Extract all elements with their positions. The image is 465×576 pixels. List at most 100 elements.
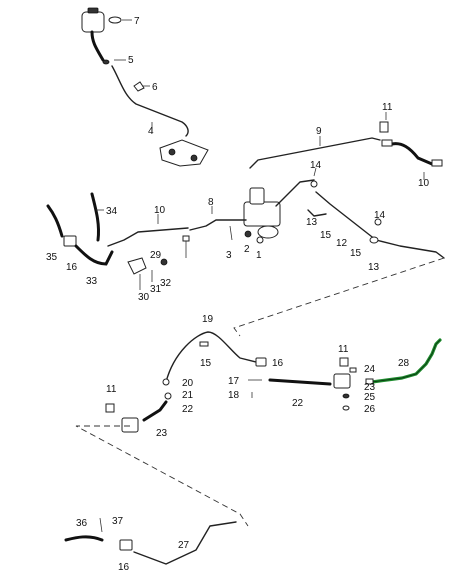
callout-36: 36 [76,518,88,529]
callout-6: 6 [152,82,158,93]
callout-31: 31 [150,284,162,295]
callout-28: 28 [398,358,410,369]
fitting-20 [162,378,170,386]
callout-9: 9 [316,126,322,137]
callout-21: 21 [182,390,194,401]
callout-8: 8 [208,197,214,208]
line-8 [189,219,247,231]
callout-20: 20 [182,378,194,389]
grommet-14-right [374,218,382,226]
hose-34 [90,192,100,242]
fluid-reservoir [81,7,105,62]
brake-hose-right-front [381,139,443,167]
nut-32 [160,258,168,266]
callout-35: 35 [46,252,58,263]
hose-33 [74,244,114,266]
bracket-11-right [339,357,349,367]
callout-14-right: 14 [374,210,386,221]
callout-11-top: 11 [382,102,393,113]
bracket-16-left [63,235,77,247]
callout-23-right: 23 [364,382,376,393]
callout-1: 1 [256,250,262,261]
clip-24 [349,367,357,373]
callout-14-top: 14 [310,160,322,171]
bracket-11-left-rear [105,403,115,413]
line-10-left [107,227,189,247]
line-12-right [315,191,445,259]
caliper-hardware-29 [127,257,153,290]
callout-11-left-rear: 11 [106,384,117,395]
sleeve-15-rear [199,341,209,347]
callout-23-left: 23 [156,428,168,439]
bolt-37 [99,517,103,533]
master-cylinder-bracket [159,139,209,167]
callout-12: 12 [336,238,348,249]
hose-22-right [268,378,332,386]
callout-22-right: 22 [292,398,304,409]
washer-25 [342,393,350,399]
callout-13-mid: 13 [306,217,318,228]
callout-15-right: 15 [350,248,362,259]
line-segment-13 [307,209,327,217]
reservoir-hose-fitting [102,59,110,65]
callout-34: 34 [106,206,118,217]
part-3 [229,225,233,241]
callout-16-bottom: 16 [118,562,130,573]
brake-line-9 [249,137,381,169]
hose-clip [133,81,145,92]
hose-35 [46,204,64,238]
callout-10-left: 10 [154,205,166,216]
part-1 [256,236,264,244]
callout-22-left: 22 [182,404,194,415]
callout-18: 18 [228,390,240,401]
nut-26 [342,405,350,411]
leader-lines [96,19,425,224]
callout-16-rear: 16 [272,358,284,369]
callout-32: 32 [160,278,172,289]
callout-19: 19 [202,314,214,325]
callout-7: 7 [134,16,140,27]
callout-15-rear: 15 [200,358,212,369]
callout-labels: 7 5 6 4 9 11 10 14 8 10 34 35 16 33 29 3… [46,16,430,573]
hose-36 [64,535,104,542]
callout-37: 37 [112,516,124,527]
bracket-23-right [333,373,351,389]
callout-30: 30 [138,292,150,303]
callout-29: 29 [150,250,162,261]
callout-17: 17 [228,376,240,387]
callout-4: 4 [148,126,154,137]
callout-5: 5 [128,55,134,66]
bracket-11-top [379,121,389,133]
callout-11-right: 11 [338,344,349,355]
dashed-route-lower [75,425,249,527]
callout-16-left: 16 [66,262,78,273]
bolt-11-left [182,235,190,258]
part-2 [244,230,252,238]
fitting-13-right [369,236,379,244]
bracket-23-left [121,417,139,433]
callout-26: 26 [364,404,376,415]
callout-3: 3 [226,250,232,261]
bracket-16-bottom [119,539,133,551]
callout-25: 25 [364,392,376,403]
callout-33: 33 [86,276,98,287]
line-to-right-front [275,179,315,207]
line-19 [165,331,257,383]
fitting-16-rear [255,357,267,367]
callout-2: 2 [244,244,250,255]
reservoir-clamp [108,16,122,24]
brake-line-28-highlighted [365,338,442,385]
callout-27: 27 [178,540,190,551]
callout-10-right: 10 [418,178,430,189]
callout-13-right: 13 [368,262,380,273]
fitting-21 [164,392,172,400]
callout-15-mid: 15 [320,230,332,241]
dashed-route-upper [233,257,445,337]
hose-22-left [142,400,168,422]
line-27 [133,521,237,565]
callout-24: 24 [364,364,376,375]
grommet-14-top [310,180,318,188]
master-cylinder [243,187,281,239]
reservoir-line [111,65,189,137]
